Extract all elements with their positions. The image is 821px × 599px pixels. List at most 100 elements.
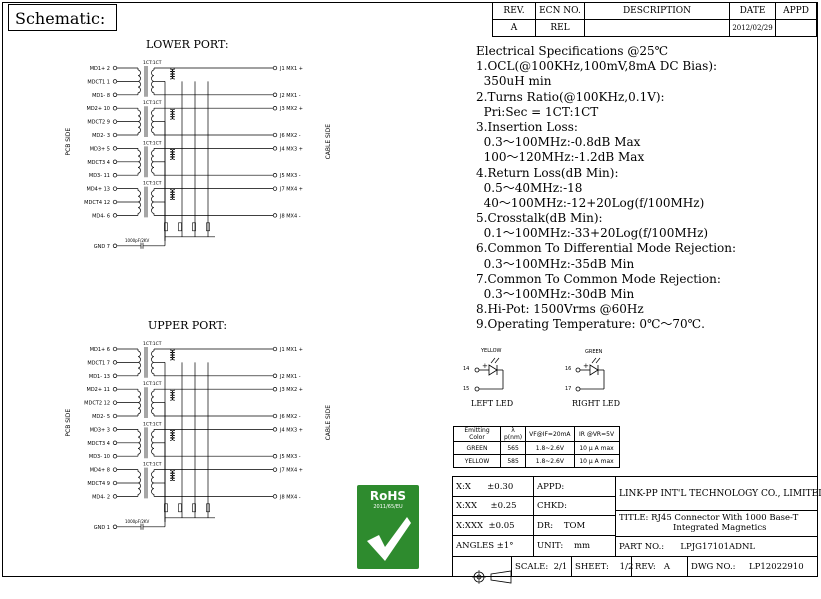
projection-symbol-cell bbox=[452, 556, 512, 585]
spec-line: 4.Return Loss(dB Min): bbox=[476, 165, 619, 180]
led-diagram: + + bbox=[474, 357, 605, 392]
pin-terminal bbox=[272, 132, 278, 138]
description-header: DESCRIPTION bbox=[584, 2, 730, 20]
lower-port-title: LOWER PORT: bbox=[146, 38, 229, 51]
rohs-title: RoHS bbox=[369, 489, 407, 503]
right-pin-label: J6 MX2 - bbox=[279, 133, 301, 139]
left-led-pin-plus: 14 bbox=[463, 366, 470, 372]
drawing-frame bbox=[2, 2, 818, 577]
right-pin-label: J1 MX1 + bbox=[279, 66, 303, 72]
unit-field: UNIT: mm bbox=[533, 535, 616, 557]
rohs-subtitle: 2011/65/EU bbox=[373, 504, 403, 510]
left-led-label: LEFT LED bbox=[471, 399, 514, 408]
right-pin-label: J3 MX2 + bbox=[279, 387, 303, 393]
left-pin-label: MDCT4 9 bbox=[87, 481, 110, 487]
left-pin-label: MD2- 5 bbox=[92, 414, 110, 420]
left-pin-label: MD1- 8 bbox=[92, 93, 110, 99]
spec-line: 5.Crosstalk(dB Min): bbox=[476, 211, 603, 226]
spec-line: 2.Turns Ratio(@100KHz,0.1V): bbox=[476, 89, 665, 104]
spec-line: 0.1～100MHz:-33+20Log(f/100MHz) bbox=[476, 226, 709, 241]
spec-line: Pri:Sec = 1CT:1CT bbox=[476, 104, 599, 119]
right-pin-label: J6 MX2 - bbox=[279, 414, 301, 420]
left-pin-label: MDCT3 4 bbox=[87, 160, 110, 166]
pin-terminal bbox=[112, 213, 118, 218]
svg-text:+: + bbox=[583, 362, 589, 370]
pin-terminal bbox=[112, 387, 118, 392]
left-pin-label: MD1- 13 bbox=[89, 374, 110, 380]
appd-header: APPD bbox=[775, 2, 817, 20]
led-cell: 565 bbox=[499, 441, 527, 455]
pin-terminal bbox=[272, 373, 278, 378]
description-value bbox=[584, 19, 730, 37]
pin-terminal bbox=[112, 413, 118, 419]
spec-line: 100～120MHz:-1.2dB Max bbox=[476, 150, 645, 165]
led-col-color: Emitting Color bbox=[453, 426, 501, 442]
revision-table: REV. ECN NO. DESCRIPTION DATE APPD A REL… bbox=[492, 2, 817, 37]
gnd-label: GND 7 bbox=[94, 244, 110, 250]
date-value: 2012/02/29 bbox=[729, 19, 776, 37]
right-pin-label: J2 MX1 - bbox=[279, 93, 301, 99]
pin-terminal bbox=[112, 467, 118, 472]
left-pin-label: MDCT1 1 bbox=[87, 79, 110, 85]
rev-header: REV. bbox=[492, 2, 536, 20]
right-pin-label: J5 MX3 - bbox=[279, 173, 301, 179]
core-ratio: 1CT:1CT bbox=[143, 421, 162, 427]
pin-terminal bbox=[272, 454, 278, 459]
right-pin-label: J5 MX3 - bbox=[279, 454, 301, 460]
left-pin-label: MDCT2 12 bbox=[84, 401, 110, 407]
left-pin-label: MD1+ 6 bbox=[90, 347, 110, 353]
led-col-vf: VF@IF=20mA bbox=[525, 426, 575, 442]
pin-terminal bbox=[112, 454, 118, 459]
pin-terminal bbox=[112, 65, 118, 71]
led-cell: 1.8~2.6V bbox=[525, 441, 575, 455]
left-pin-label: MDCT2 9 bbox=[87, 120, 110, 126]
spec-line: 1.OCL(@100KHz,100mV,8mA DC Bias): bbox=[476, 59, 718, 74]
core-ratio: 1CT:1CT bbox=[143, 462, 162, 468]
right-led-label: RIGHT LED bbox=[572, 399, 620, 408]
left-pin-label: MD2+ 10 bbox=[87, 106, 111, 112]
left-pin-label: MD3+ 5 bbox=[90, 146, 110, 152]
left-pin-label: MD3- 11 bbox=[89, 173, 110, 179]
led-cell: 10 μ A max bbox=[573, 454, 620, 468]
spec-line: 40～100MHz:-12+20Log(f/100MHz) bbox=[476, 195, 705, 210]
rev-value: A bbox=[492, 19, 536, 37]
company-name: LINK-PP INT'L TECHNOLOGY CO., LIMITED bbox=[615, 476, 821, 511]
page-title: Schematic: bbox=[8, 4, 117, 31]
spec-line: 0.3～100MHz:-35dB Min bbox=[476, 256, 635, 271]
pin-terminal bbox=[272, 387, 278, 392]
resistor bbox=[206, 222, 210, 232]
pin-terminal bbox=[272, 494, 278, 499]
pin-terminal bbox=[272, 427, 278, 432]
transformer: 1CT:1CT bbox=[137, 140, 235, 241]
pin-terminal bbox=[112, 186, 118, 191]
left-pin-label: MDCT3 4 bbox=[87, 441, 110, 447]
core-ratio: 1CT:1CT bbox=[143, 381, 162, 387]
appd-value bbox=[775, 19, 817, 37]
pin-terminal bbox=[112, 173, 118, 178]
led-col-ir: IR @VR=5V bbox=[573, 426, 620, 442]
right-pin-label: J7 MX4 + bbox=[279, 187, 303, 193]
pin-terminal bbox=[272, 413, 278, 419]
pin-terminal bbox=[112, 199, 118, 205]
left-pin-label: MDCT4 12 bbox=[84, 200, 110, 206]
pin-terminal bbox=[272, 92, 278, 97]
drawn-by: DR: TOM bbox=[533, 515, 616, 536]
pin-terminal bbox=[112, 480, 118, 486]
spec-line: 7.Common To Common Mode Rejection: bbox=[476, 271, 721, 286]
rohs-badge: RoHS 2011/65/EU bbox=[357, 485, 419, 569]
third-angle-projection-icon bbox=[471, 570, 512, 585]
led-cell: 10 μ A max bbox=[573, 441, 620, 455]
right-led-symbol: + bbox=[575, 357, 605, 392]
svg-text:+: + bbox=[482, 362, 488, 370]
spec-line: 6.Common To Differential Mode Rejection: bbox=[476, 241, 737, 256]
spec-line: Electrical Specifications @25℃ bbox=[476, 44, 669, 58]
transformer: 1CT:1CT bbox=[137, 100, 235, 241]
left-pin-label: MD4+ 13 bbox=[87, 187, 111, 193]
right-pin-label: J4 MX3 + bbox=[279, 427, 303, 433]
tolerance-xx: X:XX ±0.25 bbox=[452, 496, 534, 516]
left-pin-label: MD2- 3 bbox=[92, 133, 110, 139]
capacitor-label: 1000pF/2KV bbox=[125, 238, 150, 243]
